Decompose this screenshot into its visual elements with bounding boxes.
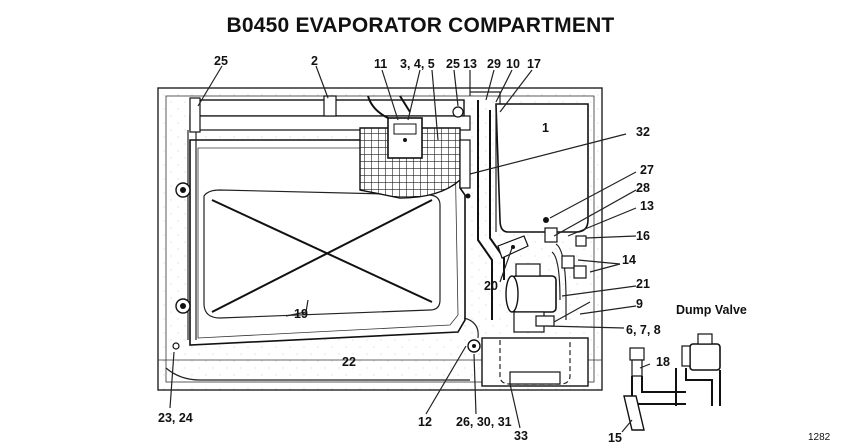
callout-13-top: 13 — [463, 57, 477, 71]
callout-1: 1 — [542, 121, 549, 135]
water-reservoir — [470, 91, 589, 320]
callout-13-right: 13 — [640, 199, 654, 213]
callout-3-4-5: 3, 4, 5 — [400, 57, 435, 71]
diagram-title: B0450 EVAPORATOR COMPARTMENT — [226, 14, 615, 37]
callout-27: 27 — [640, 163, 654, 177]
callout-15: 15 — [608, 431, 622, 445]
dump-valve-assembly — [623, 333, 721, 431]
sump-trough — [463, 317, 589, 387]
dump-valve-label: Dump Valve — [676, 303, 747, 317]
callout-16: 16 — [636, 229, 650, 243]
callout-9: 9 — [636, 297, 643, 311]
leader-lines — [169, 65, 651, 433]
callout-20: 20 — [484, 279, 498, 293]
callout-12: 12 — [418, 415, 432, 429]
callout-19: 19 — [294, 307, 308, 321]
callout-33: 33 — [514, 429, 528, 443]
callout-11: 11 — [374, 57, 387, 71]
grommets — [172, 182, 471, 350]
figure-number: 1282 — [808, 432, 831, 443]
callout-25-left: 25 — [214, 54, 228, 68]
callout-23-24: 23, 24 — [158, 411, 193, 425]
callout-26-30-31: 26, 30, 31 — [456, 415, 512, 429]
callout-25-right: 25 — [446, 57, 460, 71]
callout-17: 17 — [527, 57, 541, 71]
callout-14: 14 — [622, 253, 636, 267]
callout-22: 22 — [342, 355, 356, 369]
callout-10: 10 — [506, 57, 520, 71]
callout-18: 18 — [656, 355, 670, 369]
callout-labels: 25 2 11 3, 4, 5 25 13 29 10 17 1 32 27 2… — [158, 54, 831, 445]
callout-32: 32 — [636, 125, 650, 139]
callout-6-7-8: 6, 7, 8 — [626, 323, 661, 337]
pump-motor — [505, 235, 591, 333]
top-rail — [189, 95, 471, 133]
callout-21: 21 — [636, 277, 650, 291]
callout-29: 29 — [487, 57, 501, 71]
callout-28: 28 — [636, 181, 650, 195]
callout-2: 2 — [311, 54, 318, 68]
water-curtain-grid — [359, 95, 471, 199]
